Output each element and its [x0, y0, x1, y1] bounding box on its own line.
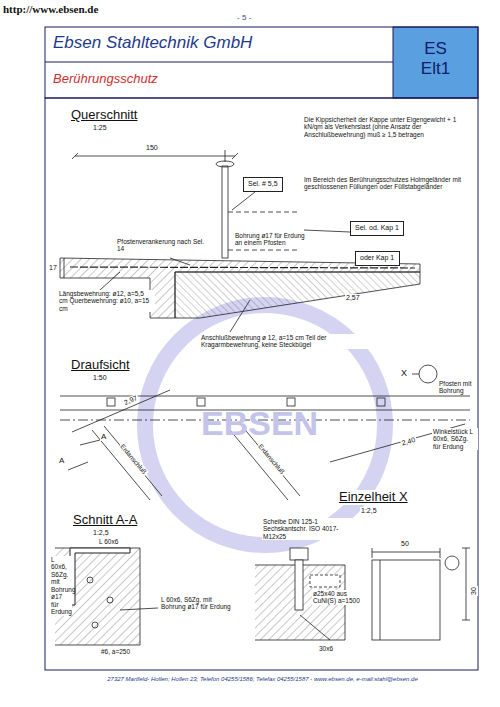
scale: 1:2,5 — [360, 507, 378, 515]
box-label: oder Kap 1 — [360, 254, 395, 262]
reference-box: Sel. od. Kap 1 — [350, 221, 404, 236]
box-label: Sel. # 5,5 — [248, 180, 278, 188]
part-label: ø25x40 aus CuNi(S) a=1500 — [312, 590, 366, 605]
dimension: 150 — [145, 144, 159, 152]
header-text: Berührungsschutz — [53, 72, 385, 87]
note: Längsbewehrung: ø12, a=5,5 cm Querbewehr… — [58, 290, 155, 312]
detail-marker: X — [400, 368, 408, 378]
dimension: 30x6 — [318, 645, 334, 652]
view-title: Querschnitt — [70, 108, 138, 123]
section-marker: A — [100, 432, 107, 441]
watermark: EBSEN — [200, 404, 319, 443]
dimension: 2,40 — [400, 436, 417, 448]
part-label: Scheibe DIN 125-1 Sechskantschr. ISO 401… — [262, 518, 356, 540]
header-divider — [45, 62, 393, 63]
view-title: Draufsicht — [70, 358, 131, 373]
view-title: Schnitt A-A — [72, 513, 138, 528]
header-cell: Ebsen Stahltechnik GmbH — [45, 27, 393, 62]
header-text: Ebsen Stahltechnik GmbH — [53, 33, 385, 53]
header-cell: ES Elt1 — [393, 27, 478, 98]
dimension: 30 — [470, 586, 478, 596]
code-cell — [393, 27, 478, 98]
header-cell: Berührungsschutz — [45, 62, 393, 98]
part-label: L 60x6, S6Zg. mit Bohrung ø17 für Erdung — [50, 556, 72, 616]
reference-box: Sel. # 5,5 — [243, 177, 283, 192]
part-label: Erdanschluß — [256, 442, 286, 476]
note: Winkelstück L 60x6, S6Zg. für Erdung — [432, 428, 478, 450]
dimension: 17 — [48, 264, 58, 272]
section-marker: A — [58, 456, 65, 465]
header-text: ES Elt1 — [421, 39, 450, 78]
footer-text: 27327 Martfeld- Hollen; Hollen 23; Telef… — [45, 676, 480, 683]
url-text: http://www.ebsen.de — [2, 3, 99, 16]
watermark-ring — [145, 305, 385, 545]
note: Anschlußbewehrung ø 12, a=15 cm Teil der… — [200, 334, 372, 349]
view-title: Einzelheit X — [338, 490, 409, 505]
plan-view — [60, 390, 470, 500]
reference-box: oder Kap 1 — [355, 251, 400, 266]
dimension: 2,57 — [345, 294, 361, 302]
note: Pfostenverankerung nach Sel. 14 — [116, 238, 213, 253]
page-number: - 5 - — [236, 13, 252, 22]
note: Die Kippsicherheit der Kappe unter Eigen… — [303, 116, 467, 138]
part-label: #6, a=250 — [100, 648, 131, 655]
note: Im Bereich des Berührungsschutzes Holmge… — [303, 176, 470, 191]
header-frame — [45, 27, 478, 98]
scale: 1:50 — [92, 374, 108, 382]
part-label: L 60x6 — [98, 538, 119, 545]
scale: 1:2,5 — [92, 529, 110, 537]
dimension: 50 — [400, 540, 410, 548]
note: Pfosten mit Bohrung — [438, 380, 476, 395]
note: Bohrung ø17 für Erdung an einem Pfosten — [234, 232, 308, 247]
box-label: Sel. od. Kap 1 — [355, 224, 399, 232]
detail-x — [255, 548, 470, 640]
scale: 1:25 — [92, 124, 108, 132]
drawing-frame — [45, 98, 478, 670]
part-label: L 60x6, S6Zg. mit Bohrung ø17 für Erdung — [160, 596, 232, 611]
